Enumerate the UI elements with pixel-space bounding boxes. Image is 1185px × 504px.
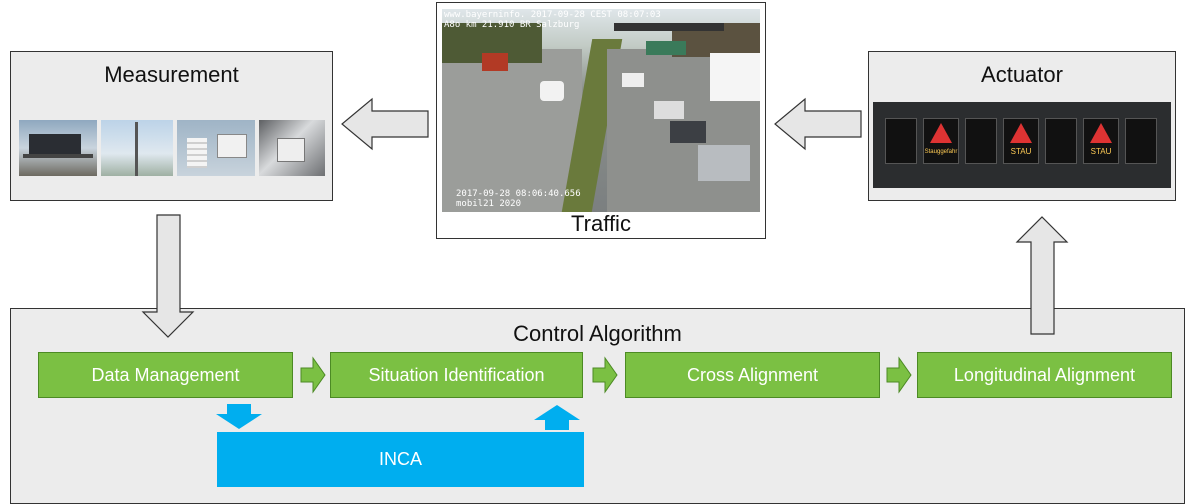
camera-footer-line1: 2017-09-28 08:06:40.656	[456, 189, 581, 199]
sensor-photo-4	[259, 120, 325, 176]
actuator-panel: Actuator Stauggefahr STAU STAU	[868, 51, 1176, 201]
sensor-photo-3	[177, 120, 255, 176]
vms-sign-label-1: Stauggefahr	[924, 149, 958, 155]
traffic-title: Traffic	[571, 211, 631, 236]
vms-display-5	[1045, 118, 1077, 164]
camera-header-line2: A8o km 21.910 BR Salzburg	[444, 20, 580, 30]
traffic-camera-image: www.bayerninfo. 2017-09-28 CEST 08:07:03…	[442, 9, 760, 212]
control-algorithm-title: Control Algorithm	[513, 321, 682, 346]
inca-box: INCA	[217, 432, 584, 487]
vms-gantry: Stauggefahr STAU STAU	[873, 102, 1171, 188]
arrow-control-to-actuator	[1015, 216, 1069, 335]
sensor-photo-2	[101, 120, 173, 176]
arrow-actuator-to-traffic	[774, 97, 862, 151]
vms-sign-label-3: STAU	[1090, 147, 1112, 156]
camera-header-line1: www.bayerninfo. 2017-09-28 CEST 08:07:03	[444, 10, 661, 20]
traffic-panel: www.bayerninfo. 2017-09-28 CEST 08:07:03…	[436, 2, 766, 239]
arrow-step-1-to-2	[300, 356, 326, 394]
warning-triangle-icon	[1010, 123, 1032, 143]
arrow-inca-to-situation	[534, 405, 580, 430]
step-longitudinal-alignment: Longitudinal Alignment	[917, 352, 1172, 398]
arrow-data-to-inca	[216, 404, 262, 429]
step-situation-identification: Situation Identification	[330, 352, 583, 398]
vms-display-3	[965, 118, 997, 164]
vms-display-2: Stauggefahr	[923, 118, 959, 164]
step-data-management: Data Management	[38, 352, 293, 398]
arrow-step-3-to-4	[886, 356, 912, 394]
vms-sign-label-2: STAU	[1010, 147, 1032, 156]
warning-triangle-icon	[1090, 123, 1112, 143]
sensor-photo-1	[19, 120, 97, 176]
camera-footer-line2: mobil21 2020	[456, 199, 522, 209]
measurement-title: Measurement	[104, 62, 239, 87]
arrow-traffic-to-measurement	[341, 97, 429, 151]
vms-display-7	[1125, 118, 1157, 164]
arrow-measurement-to-control	[141, 214, 195, 338]
warning-triangle-icon	[930, 123, 952, 143]
control-algorithm-panel: Control Algorithm	[10, 308, 1185, 504]
vms-display-4: STAU	[1003, 118, 1039, 164]
measurement-panel: Measurement	[10, 51, 333, 201]
vms-display-1	[885, 118, 917, 164]
vms-display-6: STAU	[1083, 118, 1119, 164]
step-cross-alignment: Cross Alignment	[625, 352, 880, 398]
actuator-title: Actuator	[981, 62, 1063, 87]
arrow-step-2-to-3	[592, 356, 618, 394]
